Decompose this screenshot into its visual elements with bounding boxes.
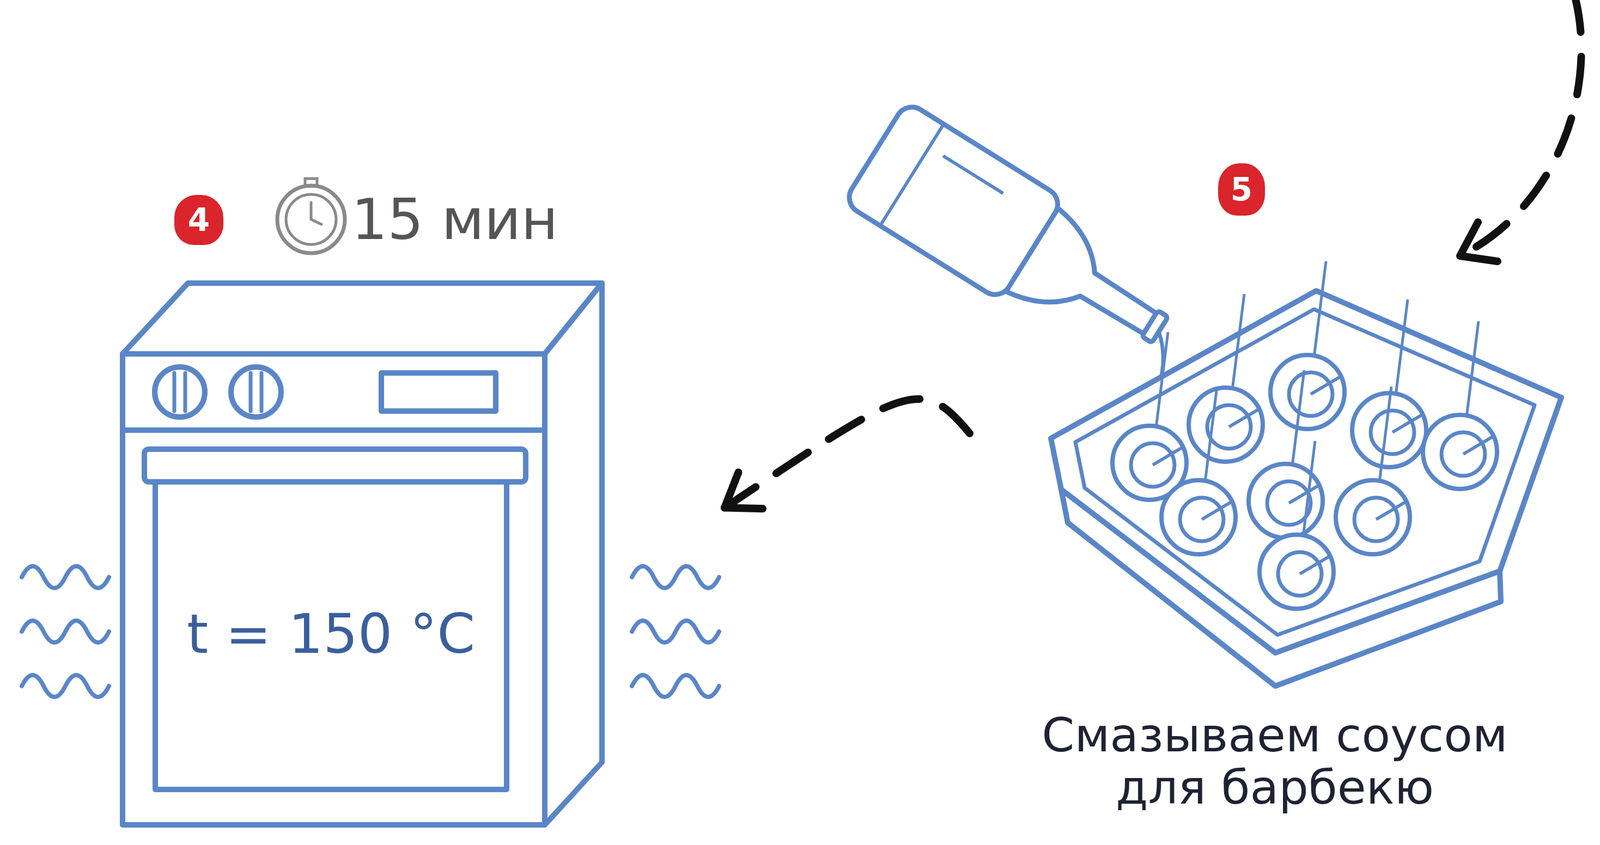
- tray-box: Смазываем соусом для барбекю: [969, 266, 1580, 823]
- temperature-text: t = 150 °C: [155, 479, 507, 790]
- time-label: 15 мин: [351, 184, 613, 255]
- oven-box: t = 150 °C: [16, 272, 725, 834]
- flow-arrow: [1459, 0, 1582, 262]
- callout-number: 5: [1218, 163, 1265, 216]
- timer-icon: [277, 178, 345, 254]
- rolls: [1112, 261, 1498, 610]
- oven-illustration: [16, 272, 725, 834]
- flow-arrow: [724, 399, 970, 509]
- callout-number: 4: [174, 195, 224, 246]
- connector-line: [724, 399, 970, 509]
- sauce-bottle: [843, 101, 1192, 382]
- step-caption: Смазываем соусом для барбекю: [1013, 709, 1537, 815]
- arrow-head: [724, 472, 763, 509]
